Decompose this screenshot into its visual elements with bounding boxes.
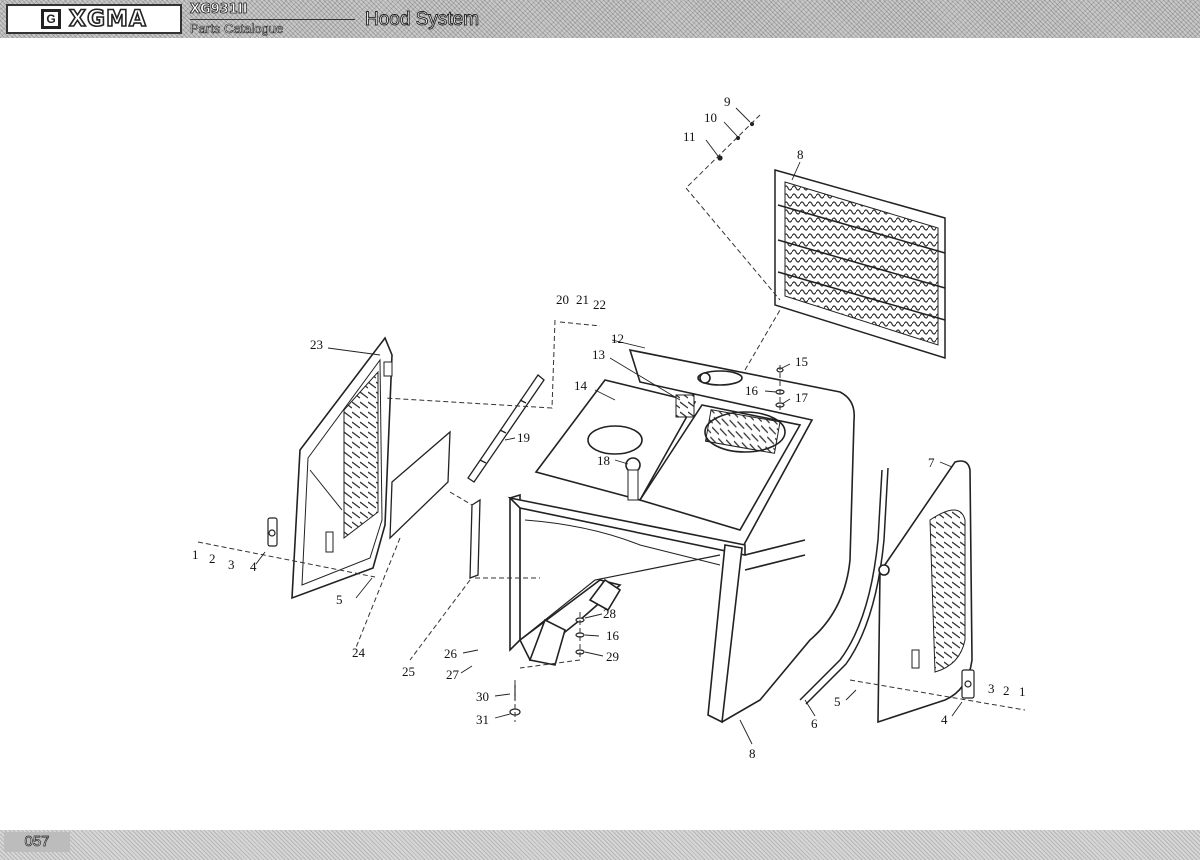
callout-16-bottom: 16 (606, 628, 620, 643)
callout-18: 18 (597, 453, 610, 468)
callout-19: 19 (517, 430, 530, 445)
callout-28: 28 (603, 606, 616, 621)
callout-3-right: 3 (988, 681, 995, 696)
catalogue-subtitle: Parts Catalogue (190, 21, 284, 37)
page-header: G XGMA XG931II Parts Catalogue Hood Syst… (0, 0, 1200, 38)
callout-30: 30 (476, 689, 489, 704)
callout-1-right: 1 (1019, 684, 1026, 699)
callout-16-top: 16 (745, 383, 759, 398)
callout-7: 7 (928, 455, 935, 470)
callout-26: 26 (444, 646, 458, 661)
callout-5-left: 5 (336, 592, 343, 607)
left-side-door (291, 336, 393, 600)
right-door-latch (961, 669, 975, 699)
assembly-guide-lines (197, 114, 1026, 722)
callout-12: 12 (611, 331, 624, 346)
left-door-latch (267, 517, 278, 547)
callout-21: 21 (576, 292, 589, 307)
callout-11: 11 (683, 129, 696, 144)
callout-15: 15 (795, 354, 808, 369)
callout-2-right: 2 (1003, 683, 1010, 698)
callout-24: 24 (352, 645, 366, 660)
brand-logo: G XGMA (6, 4, 182, 34)
page-footer: 057 (0, 830, 1200, 860)
callout-29: 29 (606, 649, 619, 664)
callout-14: 14 (574, 378, 588, 393)
callout-20: 20 (556, 292, 569, 307)
callout-3-left: 3 (228, 557, 235, 572)
brand-name: XGMA (68, 6, 147, 33)
callout-17: 17 (795, 390, 809, 405)
right-side-door (877, 460, 973, 724)
callout-8-bottom: 8 (749, 746, 756, 761)
callout-labels: 9 10 11 8 20 21 22 12 13 14 15 16 17 23 … (192, 94, 1026, 761)
callout-2-left: 2 (209, 551, 216, 566)
model-code: XG931II (190, 2, 248, 18)
callout-13: 13 (592, 347, 605, 362)
seal-strip (799, 467, 889, 705)
rear-grille-panel (774, 169, 946, 360)
brand-mark-icon: G (41, 9, 62, 29)
callout-9: 9 (724, 94, 731, 109)
hood-frame (507, 348, 856, 724)
page-number: 057 (4, 832, 70, 852)
exploded-parts-diagram: 9 10 11 8 20 21 22 12 13 14 15 16 17 23 … (192, 94, 1026, 761)
support-rod (469, 498, 481, 579)
hinge-strip (467, 374, 545, 483)
callout-4-left: 4 (250, 559, 257, 574)
callout-1-left: 1 (192, 547, 199, 562)
header-divider (190, 19, 355, 20)
insulation-pad (389, 430, 451, 540)
callout-31: 31 (476, 712, 489, 727)
callout-4-right: 4 (941, 712, 948, 727)
callout-10: 10 (704, 110, 717, 125)
callout-23: 23 (310, 337, 323, 352)
callout-27: 27 (446, 667, 460, 682)
callout-6: 6 (811, 716, 818, 731)
callout-8-top: 8 (797, 147, 804, 162)
callout-leaders (255, 107, 963, 745)
callout-5-right: 5 (834, 694, 841, 709)
callout-25: 25 (402, 664, 415, 679)
page-title: Hood System (365, 9, 480, 31)
callout-22: 22 (593, 297, 606, 312)
